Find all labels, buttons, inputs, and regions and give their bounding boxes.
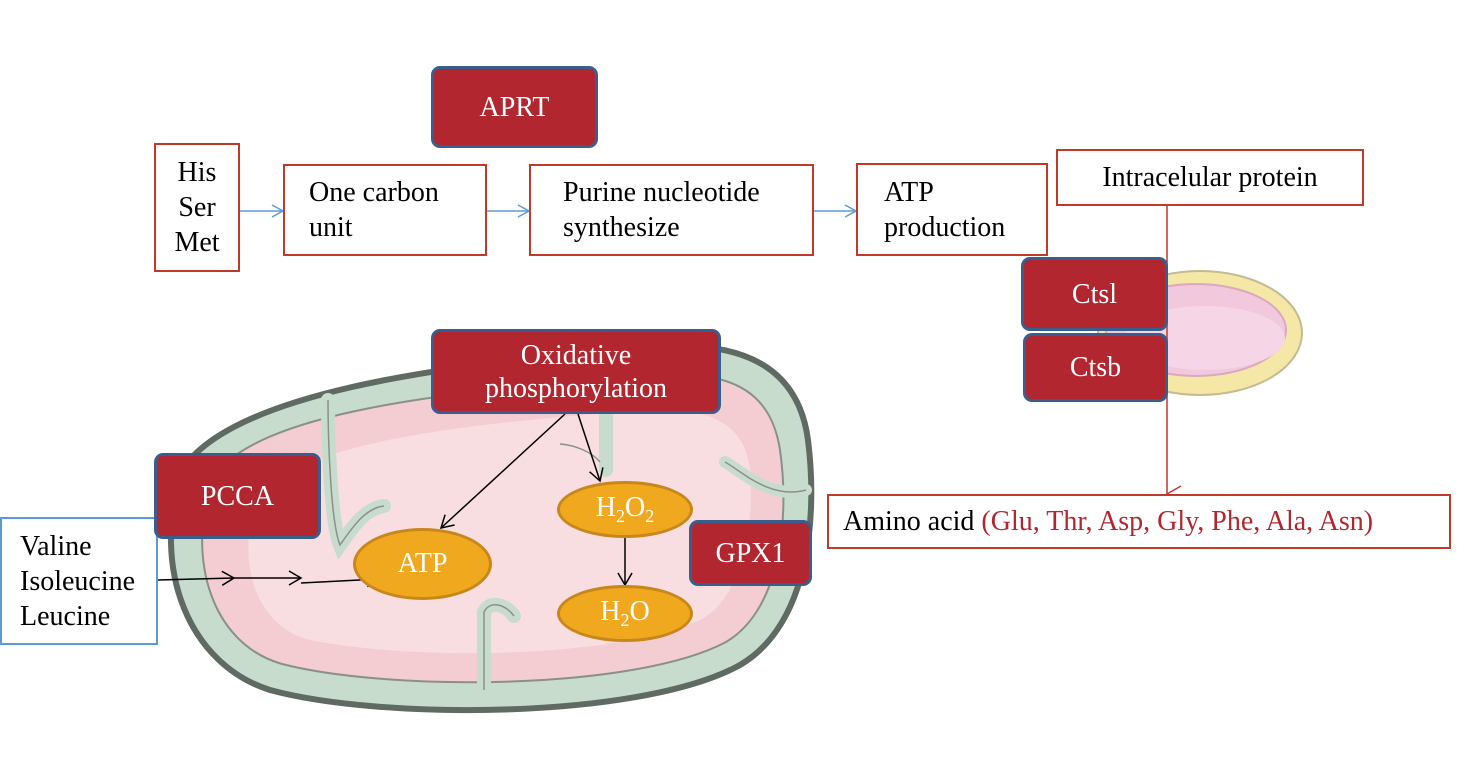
bcaa-leucine: Leucine [20, 600, 111, 632]
amino-acid-label: Amino acid [843, 506, 982, 537]
crista-mid-top [559, 443, 601, 463]
atp-oval-label: ATP [397, 548, 448, 579]
one-carbon-box: One carbon unit [283, 164, 487, 256]
intracellular-protein-label: Intracelular protein [1102, 162, 1318, 193]
enzyme-pcca-label: PCCA [200, 480, 275, 512]
h2o-h: H [600, 596, 621, 627]
atp-production-line2: production [884, 211, 1006, 243]
enzyme-ctsb-label: Ctsb [1069, 352, 1122, 383]
precursor-met: Met [174, 227, 220, 258]
h2o2-sub2: 2 [645, 506, 655, 526]
precursor-his: His [177, 157, 217, 188]
h2o-o: O [629, 596, 650, 627]
atp-production-line1: ATP [884, 176, 934, 208]
arrow-bcaa-to-mito [157, 570, 236, 586]
enzyme-ctsl: Ctsl [1021, 257, 1168, 331]
enzyme-ctsl-label: Ctsl [1071, 278, 1118, 310]
precursors-box: His Ser Met [154, 143, 240, 272]
h2o-formula: H2O [600, 596, 649, 631]
enzyme-oxphos-line2: phosphorylation [485, 372, 667, 404]
enzyme-pcca: PCCA [154, 453, 321, 539]
h2o2-formula: H2O2 [596, 492, 654, 527]
h2o2-oval: H2O2 [557, 481, 693, 538]
crista-upper-left-line [327, 399, 385, 547]
one-carbon-line1: One carbon [309, 177, 439, 208]
h2o2-o: O [625, 492, 646, 523]
purine-line2: synthesize [563, 212, 680, 243]
h2o-sub1: 2 [620, 610, 630, 630]
arrow-oxphos-to-h2o2 [577, 413, 604, 483]
enzyme-gpx1-label: GPX1 [715, 537, 786, 569]
enzyme-gpx1: GPX1 [689, 520, 812, 586]
h2o-oval: H2O [557, 585, 693, 642]
atp-oval: ATP [353, 528, 492, 600]
enzyme-oxphos-line1: Oxidative [520, 339, 632, 371]
enzyme-aprt-label: APRT [479, 91, 550, 123]
intracellular-protein-box: Intracelular protein [1056, 149, 1364, 206]
enzyme-aprt: APRT [431, 66, 598, 148]
crista-right-line [724, 461, 807, 493]
h2o2-sub1: 2 [616, 506, 625, 526]
arrow-oxphos-to-atp [439, 413, 566, 530]
purine-box: Purine nucleotide synthesize [529, 164, 814, 256]
crista-lower-line [483, 604, 515, 690]
one-carbon-line2: unit [309, 212, 353, 243]
bcaa-isoleucine: Isoleucine [20, 565, 136, 597]
precursor-ser: Ser [178, 192, 216, 223]
purine-line1: Purine nucleotide [563, 177, 760, 208]
enzyme-ctsb: Ctsb [1023, 333, 1168, 402]
amino-acid-list: (Glu, Thr, Asp, Gly, Phe, Ala, Asn) [981, 506, 1374, 537]
enzyme-oxphos: Oxidative phosphorylation [431, 329, 721, 414]
atp-production-box: ATP production [856, 163, 1048, 256]
amino-acid-box: Amino acid (Glu, Thr, Asp, Gly, Phe, Ala… [827, 494, 1451, 549]
bcaa-box: Valine Isoleucine Leucine [0, 517, 158, 645]
h2o2-h: H [595, 492, 616, 523]
bcaa-valine: Valine [20, 530, 92, 562]
